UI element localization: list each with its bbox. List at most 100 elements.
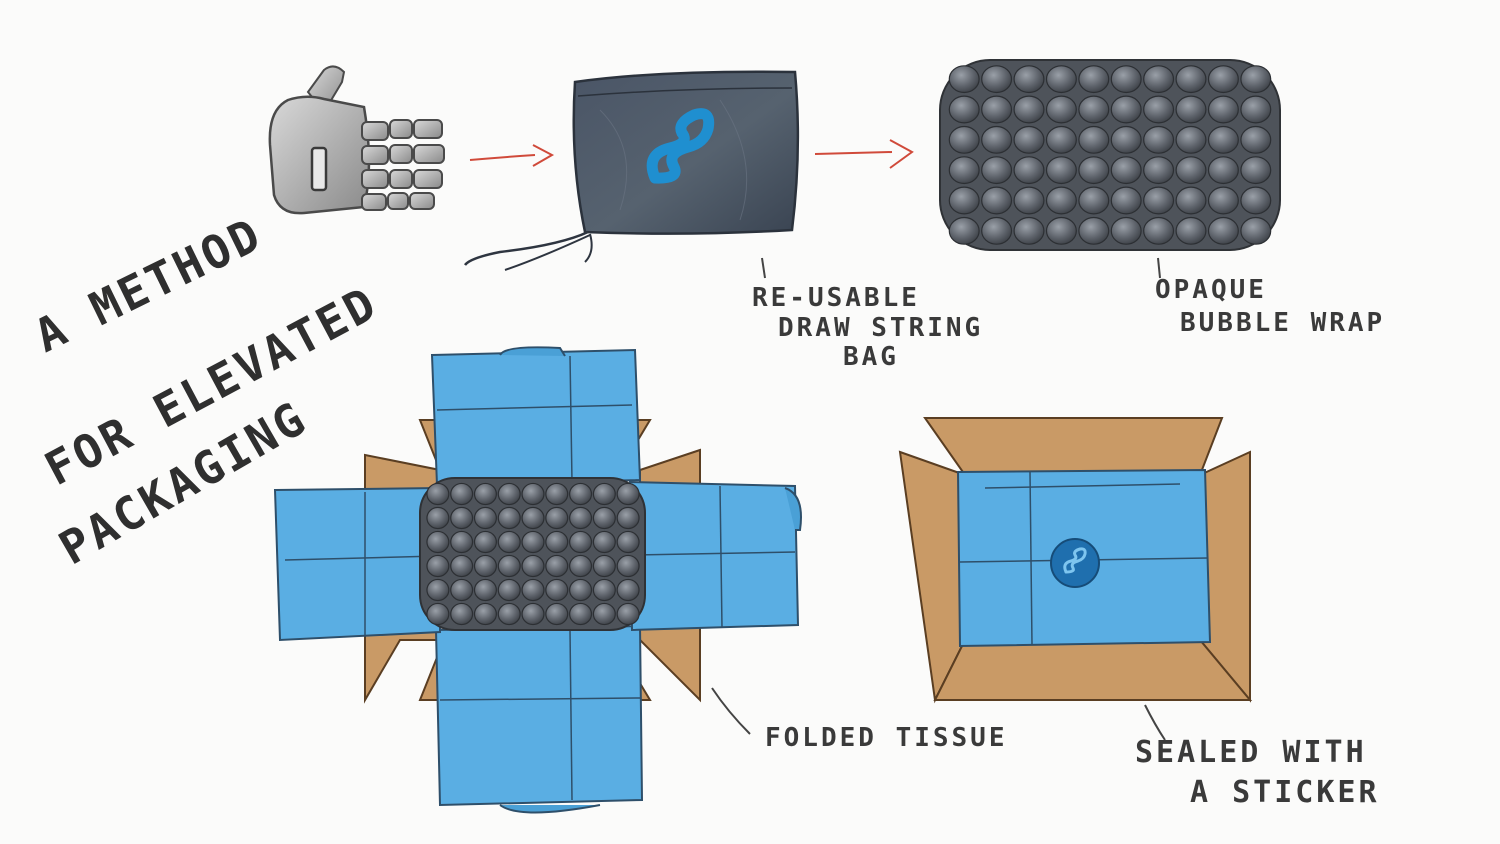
bubble — [592, 554, 616, 578]
drawstring-bag — [463, 70, 800, 271]
wrap-label-line-2: BUBBLE WRAP — [1180, 308, 1386, 338]
bubble — [497, 482, 521, 506]
bubble — [1175, 65, 1207, 94]
bubble — [497, 602, 521, 626]
bubble — [1110, 156, 1142, 185]
sealed-label-line-2: A STICKER — [1190, 775, 1380, 810]
bubble — [1045, 216, 1077, 245]
bubble — [569, 602, 593, 626]
bubble — [1013, 186, 1045, 215]
bag-label-line-3: BAG — [843, 342, 899, 372]
bubble — [426, 554, 450, 578]
bubble — [1013, 95, 1045, 124]
bubble — [473, 506, 497, 530]
bubble — [450, 530, 474, 554]
infinity-logo-icon — [1063, 547, 1087, 574]
bubble — [1175, 156, 1207, 185]
bubble — [1013, 65, 1045, 94]
bubble — [981, 65, 1013, 94]
bubble — [1143, 95, 1175, 124]
bubble — [426, 578, 450, 602]
arrow-icon — [469, 144, 555, 167]
bubble — [1045, 125, 1077, 154]
bubble — [569, 482, 593, 506]
bubble — [948, 65, 980, 94]
bubble — [1240, 216, 1272, 245]
bubble — [1110, 186, 1142, 215]
bubble — [1207, 186, 1239, 215]
bubble — [1143, 186, 1175, 215]
bubble — [497, 530, 521, 554]
bubble — [1143, 125, 1175, 154]
bubble — [521, 506, 545, 530]
bubble — [473, 554, 497, 578]
bubble — [1207, 125, 1239, 154]
bubble — [1013, 216, 1045, 245]
bubble — [569, 554, 593, 578]
bubble — [473, 482, 497, 506]
bubble — [1175, 216, 1207, 245]
bubble — [592, 482, 616, 506]
bubble — [1207, 95, 1239, 124]
bubble — [616, 602, 640, 626]
bubble — [948, 125, 980, 154]
bubble — [521, 482, 545, 506]
bubble — [545, 506, 569, 530]
sealed-box — [898, 417, 1253, 704]
bubble — [521, 530, 545, 554]
bubble — [521, 554, 545, 578]
bubble — [1240, 125, 1272, 154]
bubble — [426, 602, 450, 626]
bubble — [948, 186, 980, 215]
bubble — [450, 578, 474, 602]
bubble — [450, 554, 474, 578]
bubble — [616, 506, 640, 530]
bubble — [616, 578, 640, 602]
bubble — [592, 506, 616, 530]
bubble — [592, 602, 616, 626]
bubble — [948, 156, 980, 185]
bubble — [426, 530, 450, 554]
bubble — [1078, 156, 1110, 185]
arrow-icon — [814, 139, 914, 169]
bubble — [545, 530, 569, 554]
bubble — [948, 216, 980, 245]
tissue-label: FOLDED TISSUE — [765, 723, 1008, 753]
bubble — [981, 95, 1013, 124]
bubble — [569, 578, 593, 602]
bubble — [473, 602, 497, 626]
bubble — [426, 482, 450, 506]
bag-label-line-1: RE-USABLE — [752, 283, 920, 313]
bubble — [1078, 216, 1110, 245]
bubble — [473, 530, 497, 554]
bubble — [1175, 125, 1207, 154]
infinity-logo-icon — [646, 108, 715, 184]
bubble — [545, 602, 569, 626]
bubble — [1240, 186, 1272, 215]
bubble — [981, 125, 1013, 154]
bubble — [1143, 156, 1175, 185]
bubble — [426, 506, 450, 530]
bubble — [497, 506, 521, 530]
bubble — [616, 530, 640, 554]
bubble — [1207, 156, 1239, 185]
bubble — [1045, 65, 1077, 94]
bubble — [450, 602, 474, 626]
bubble — [1207, 65, 1239, 94]
bubble — [545, 554, 569, 578]
bubble — [981, 186, 1013, 215]
bubble — [450, 506, 474, 530]
bubble — [1078, 125, 1110, 154]
bubble — [569, 506, 593, 530]
bubble — [1078, 65, 1110, 94]
bubble — [616, 482, 640, 506]
bubble — [592, 578, 616, 602]
bubble — [545, 578, 569, 602]
bubble — [1175, 95, 1207, 124]
bubble — [497, 554, 521, 578]
bubble — [545, 482, 569, 506]
bubble — [1110, 125, 1142, 154]
bubble — [1078, 186, 1110, 215]
